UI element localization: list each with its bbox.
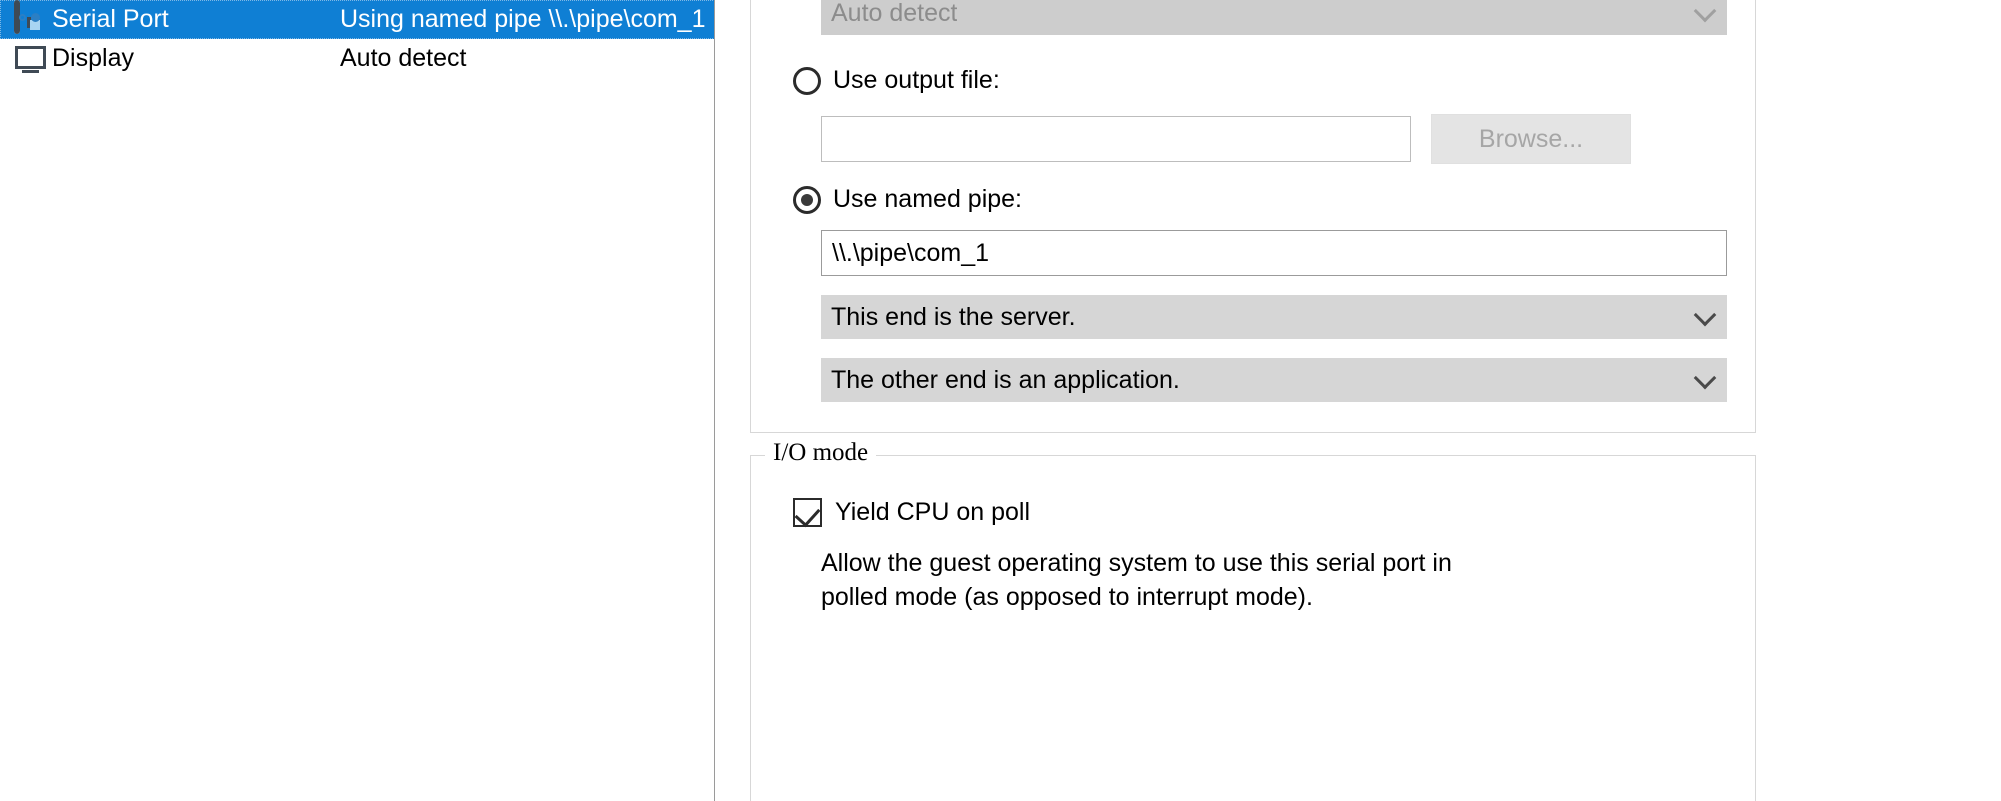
device-name-label: Serial Port xyxy=(52,7,169,32)
connection-group: Auto detect Use output file: Browse... U… xyxy=(750,0,1756,433)
io-mode-group: I/O mode Yield CPU on poll Allow the gue… xyxy=(750,440,1756,801)
device-list: Serial Port Using named pipe \\.\pipe\co… xyxy=(0,0,714,78)
named-pipe-path-value: \\.\pipe\com_1 xyxy=(832,238,990,267)
pipe-other-end-dropdown-value: The other end is an application. xyxy=(831,365,1180,394)
output-file-path-input[interactable] xyxy=(821,116,1411,162)
pipe-other-end-dropdown[interactable]: The other end is an application. xyxy=(821,358,1727,402)
display-icon xyxy=(14,44,48,74)
yield-cpu-label: Yield CPU on poll xyxy=(835,498,1031,526)
device-status-dropdown-value: Auto detect xyxy=(831,0,958,27)
serial-port-icon xyxy=(14,0,48,35)
device-list-panel: Serial Port Using named pipe \\.\pipe\co… xyxy=(0,0,715,801)
chevron-down-icon xyxy=(1693,0,1717,23)
browse-button[interactable]: Browse... xyxy=(1431,114,1631,164)
device-row-serial-port[interactable]: Serial Port Using named pipe \\.\pipe\co… xyxy=(0,0,714,39)
use-output-file-label: Use output file: xyxy=(833,66,1000,94)
use-output-file-radio[interactable] xyxy=(793,66,821,95)
use-named-pipe-label: Use named pipe: xyxy=(833,185,1023,213)
pipe-end-role-dropdown[interactable]: This end is the server. xyxy=(821,295,1727,339)
use-named-pipe-radio-row[interactable]: Use named pipe: xyxy=(793,185,1022,214)
browse-button-label: Browse... xyxy=(1478,124,1584,153)
device-summary-label: Using named pipe \\.\pipe\com_1 xyxy=(340,7,706,32)
use-named-pipe-radio[interactable] xyxy=(793,185,821,214)
device-summary-label: Auto detect xyxy=(340,46,467,71)
yield-cpu-checkbox[interactable] xyxy=(793,498,822,527)
io-mode-group-title: I/O mode xyxy=(765,440,877,465)
device-name-label: Display xyxy=(52,46,134,71)
use-output-file-radio-row[interactable]: Use output file: xyxy=(793,66,1000,95)
device-row-display[interactable]: Display Auto detect xyxy=(0,39,714,78)
named-pipe-path-input[interactable]: \\.\pipe\com_1 xyxy=(821,230,1727,276)
yield-cpu-checkbox-row[interactable]: Yield CPU on poll xyxy=(793,498,1030,527)
device-status-dropdown[interactable]: Auto detect xyxy=(821,0,1727,35)
chevron-down-icon xyxy=(1693,303,1717,327)
io-mode-description: Allow the guest operating system to use … xyxy=(821,549,1452,611)
settings-panel: Auto detect Use output file: Browse... U… xyxy=(716,0,2001,801)
pipe-end-role-dropdown-value: This end is the server. xyxy=(831,302,1076,331)
chevron-down-icon xyxy=(1693,366,1717,390)
